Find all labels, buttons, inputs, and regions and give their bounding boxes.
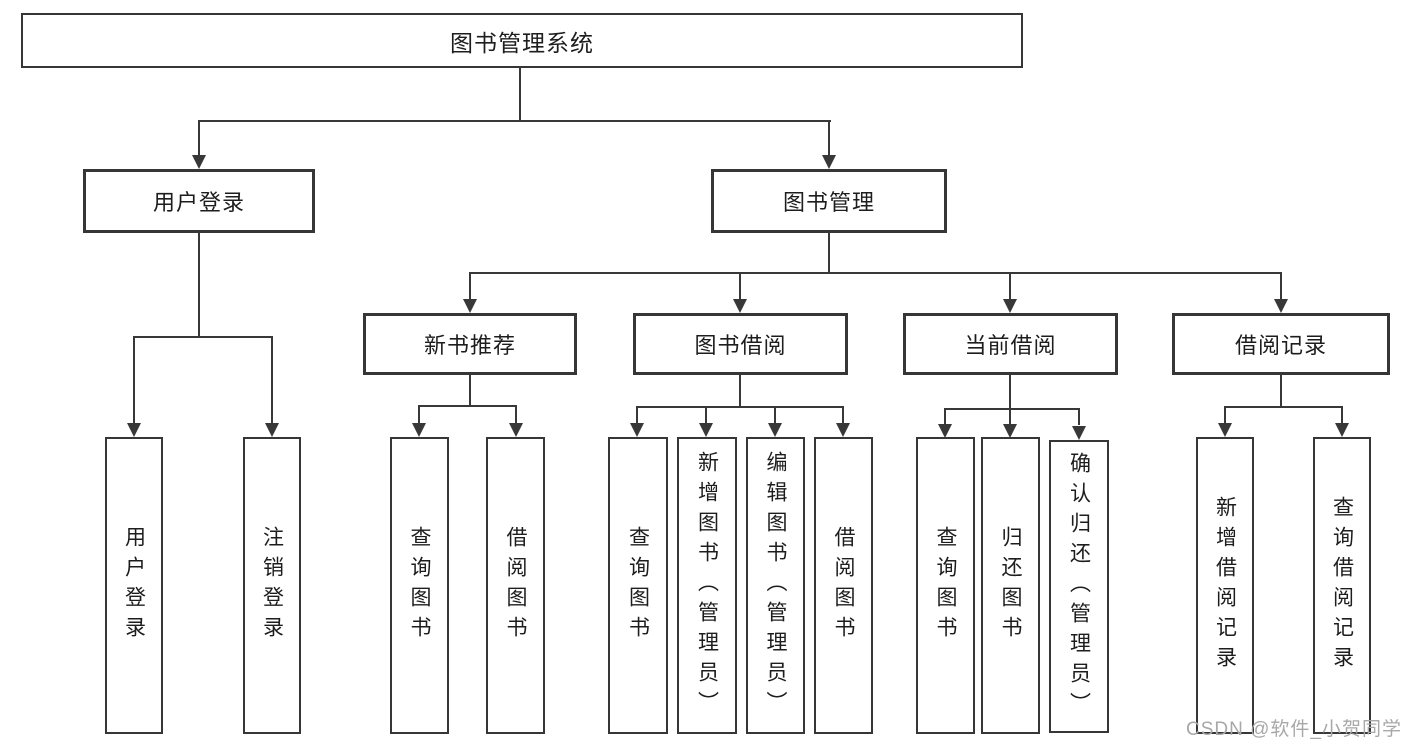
leaf-query-books-current: 查询图书 [916, 437, 975, 734]
node-borrowing-records: 借阅记录 [1172, 313, 1390, 375]
connector-line [271, 336, 273, 423]
node-label: 图书管理 [782, 190, 875, 215]
csdn-watermark: CSDN @软件_小贺同学 [1186, 719, 1402, 740]
arrow-down-icon [822, 155, 836, 169]
connector-line [418, 405, 420, 424]
connector-line [469, 272, 471, 300]
leaf-label: 编辑图书（管理员） [764, 450, 787, 721]
connector-line [739, 272, 741, 300]
leaf-borrow-books-borrowing: 借阅图书 [814, 437, 873, 734]
arrow-down-icon [1003, 299, 1017, 313]
leaf-label: 查询图书 [626, 525, 650, 646]
arrow-down-icon [699, 423, 713, 437]
leaf-label: 用户登录 [122, 525, 146, 646]
leaf-label: 确认归还（管理员） [1067, 451, 1091, 722]
leaf-borrow-books-recommend: 借阅图书 [486, 437, 545, 734]
node-current-borrowing: 当前借阅 [903, 313, 1118, 375]
leaf-label: 注销登录 [260, 525, 284, 646]
leaf-add-borrowing-record: 新增借阅记录 [1196, 437, 1254, 734]
arrow-down-icon [768, 423, 782, 437]
node-library-management-system: 图书管理系统 [21, 13, 1023, 68]
connector-line [1280, 375, 1282, 406]
node-new-book-recommendation: 新书推荐 [363, 313, 577, 375]
connector-line [1078, 408, 1080, 425]
connector-line [705, 406, 707, 424]
connector-line [1009, 272, 1011, 300]
leaf-label: 查询图书 [408, 525, 431, 646]
arrow-down-icon [1003, 424, 1017, 438]
node-book-management: 图书管理 [711, 169, 947, 233]
connector-line [1224, 406, 1343, 408]
node-book-borrowing: 图书借阅 [633, 313, 848, 375]
node-label: 用户登录 [152, 190, 245, 215]
arrow-down-icon [630, 423, 644, 437]
connector-line [519, 68, 521, 120]
connector-line [828, 233, 830, 272]
leaf-label: 查询借阅记录 [1330, 495, 1354, 676]
connector-line [774, 406, 776, 424]
arrow-down-icon [1072, 426, 1086, 440]
connector-line [636, 406, 844, 408]
leaf-label: 借阅图书 [832, 525, 855, 646]
arrow-down-icon [1218, 423, 1232, 437]
leaf-logout: 注销登录 [243, 437, 301, 734]
connector-line [133, 336, 135, 423]
leaf-add-books-admin: 新增图书（管理员） [677, 437, 737, 734]
leaf-query-books-borrowing: 查询图书 [608, 437, 668, 734]
node-label: 图书管理系统 [450, 29, 594, 56]
arrow-down-icon [836, 423, 850, 437]
connector-line [515, 405, 517, 424]
leaf-label: 归还图书 [999, 525, 1022, 646]
node-label: 借阅记录 [1234, 333, 1327, 358]
leaf-return-books: 归还图书 [981, 437, 1040, 734]
connector-line [828, 120, 830, 156]
leaf-label: 新增图书（管理员） [695, 450, 719, 721]
leaf-query-books-recommend: 查询图书 [390, 437, 449, 734]
arrow-down-icon [733, 299, 747, 313]
leaf-label: 新增借阅记录 [1213, 495, 1237, 676]
node-label: 当前借阅 [964, 333, 1057, 358]
node-user-login: 用户登录 [83, 169, 315, 233]
connector-line [198, 120, 200, 156]
arrow-down-icon [1274, 299, 1288, 313]
arrow-down-icon [127, 423, 141, 437]
arrow-down-icon [463, 299, 477, 313]
connector-line [944, 408, 1080, 410]
arrow-down-icon [938, 424, 952, 438]
connector-line [1280, 272, 1282, 300]
connector-line [133, 336, 273, 338]
connector-line [198, 233, 200, 336]
connector-line [469, 375, 471, 405]
leaf-user-login: 用户登录 [105, 437, 163, 734]
connector-line [739, 375, 741, 406]
arrow-down-icon [192, 155, 206, 169]
leaf-label: 借阅图书 [504, 525, 527, 646]
arrow-down-icon [1335, 423, 1349, 437]
node-label: 图书借阅 [694, 333, 787, 358]
node-label: 新书推荐 [423, 333, 516, 358]
connector-line [198, 120, 831, 122]
arrow-down-icon [509, 423, 523, 437]
leaf-label: 查询图书 [934, 525, 957, 646]
connector-line [842, 406, 844, 424]
connector-line [1224, 406, 1226, 424]
connector-line [636, 406, 638, 424]
connector-line [944, 408, 946, 425]
connector-line [469, 272, 1282, 274]
leaf-query-borrowing-record: 查询借阅记录 [1313, 437, 1371, 734]
connector-line [1341, 406, 1343, 424]
leaf-edit-books-admin: 编辑图书（管理员） [746, 437, 805, 734]
connector-line [1009, 408, 1011, 425]
arrow-down-icon [265, 423, 279, 437]
connector-line [418, 405, 517, 407]
leaf-confirm-return-admin: 确认归还（管理员） [1049, 440, 1109, 733]
connector-line [1009, 375, 1011, 408]
arrow-down-icon [412, 423, 426, 437]
